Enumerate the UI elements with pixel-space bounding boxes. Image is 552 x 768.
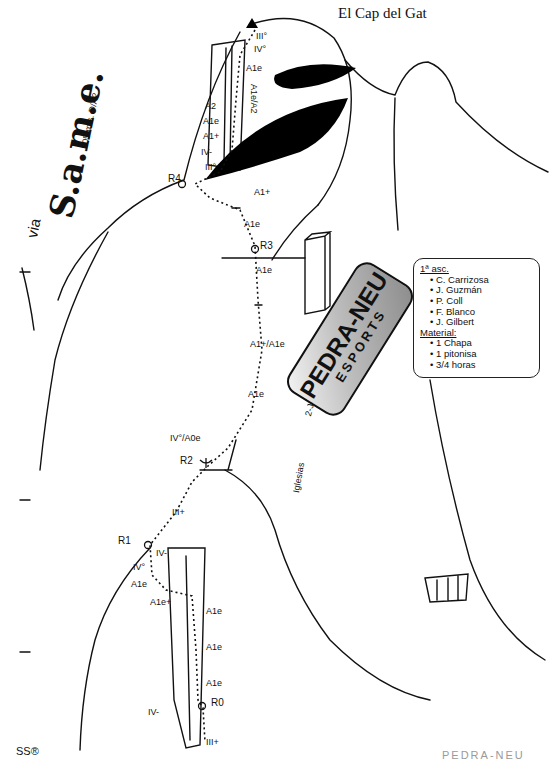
grade: IV- [148,708,159,717]
right-gully [394,98,398,230]
aid-grade: A1e [131,580,147,589]
lower-crack [168,548,205,748]
author-note: Iglesias [292,462,306,494]
route-word: via [24,217,43,239]
lower-right-outline [225,470,430,700]
grade: III+ [206,738,219,747]
left-ridge [40,232,108,470]
aid-grade: A1+/A1e [250,340,285,349]
info-box: 1ª asc.• C. Carrizosa• J. Guzmán• P. Col… [413,258,540,378]
aid-grade: A1e [246,64,262,73]
belay-r3 [252,246,259,253]
info-line: • F. Blanco [420,307,533,318]
aid-grade: A1e [206,643,222,652]
topo-title: El Cap del Gat [338,6,427,21]
aid-grade: A1e [206,679,222,688]
info-line: • 1 Chapa [420,338,533,349]
ledge-line [222,257,305,258]
info-line: Material: [420,328,533,339]
info-line: • C. Carrizosa [420,275,533,286]
left-edge [22,268,34,330]
belay-r1 [145,542,152,549]
watermark: PEDRA-NEU [442,750,525,761]
grade: IV- [201,148,212,157]
aid-grade: A1e [244,220,260,229]
right-slab [430,380,545,660]
lower-left-outline [80,548,150,750]
belay-r2 [200,458,212,468]
grade: III° [256,32,267,41]
aid-grade: A1+ [254,188,270,197]
aid-grade: A1e+ [150,598,171,607]
belay-number: R1 [118,536,131,546]
aid-grade: A1+ [203,132,219,141]
belay-number: R3 [260,241,273,251]
dark-eye [274,64,356,89]
grade: III° [205,163,216,172]
grade: IV- [156,549,167,558]
info-line: • J. Gilbert [420,317,533,328]
grade: IV° [254,45,266,54]
dark-crescent [205,98,348,180]
r2-ledge [200,440,236,470]
belay-number: R0 [211,698,224,708]
shop-logo: PEDRA-NEUESPORTS [282,257,419,421]
grade: IV° [133,563,145,572]
aid-grade: A1e [203,117,219,126]
dihedral-crack [224,46,232,164]
info-line: • J. Guzmán [420,285,533,296]
belay-number: R2 [180,456,193,466]
info-line: • 1 pitonisa [420,349,533,360]
tick-marks [20,208,262,652]
right-rocks [345,60,548,172]
aid-grade: A2 [205,102,216,111]
grade: IV°/A0e [170,434,201,443]
aid-grade: A1e [256,266,272,275]
aid-grade: A1e/A2 [249,84,258,114]
grade: III+ [172,508,185,517]
lower-crack-inner [186,556,190,740]
face-line [272,205,318,260]
aid-grade: A1e [206,607,222,616]
signature: SS® [16,746,39,757]
belay-r0 [199,703,206,710]
route-name: S.a.m.e. [44,67,109,221]
info-line: • P. Coll [420,296,533,307]
rock-block [305,232,330,314]
summit-marker [246,18,258,28]
small-block [425,574,468,602]
info-line: • 3/4 horas [420,360,533,371]
belay-number: R4 [168,174,181,184]
route-line [150,30,262,742]
aid-grade: A1e [248,390,264,399]
info-line: 1ª asc. [420,264,533,275]
